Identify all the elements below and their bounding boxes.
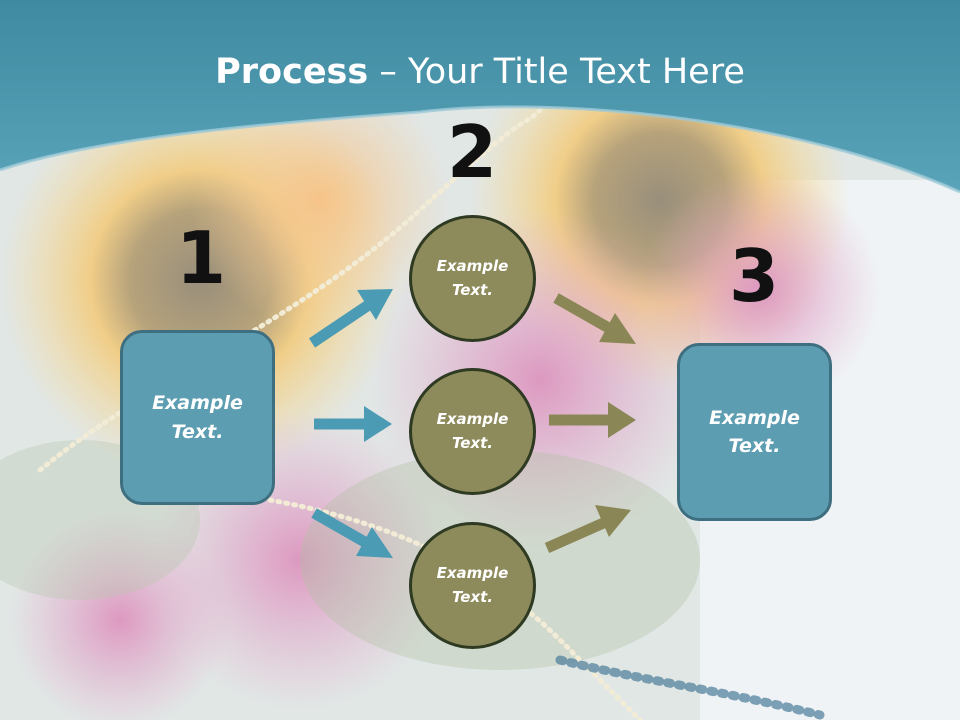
step-1-text: Example Text. [152,392,243,443]
arrow-blue-middle [314,406,392,442]
step-number-1: 1 [176,216,227,300]
arrow-olive-up [544,505,631,554]
step-1-box: Example Text. [120,330,275,505]
title-bold: Process [215,52,369,92]
step-2-circle-top-text: Example Text. [436,257,509,299]
step-3-text: Example Text. [709,406,800,458]
step-number-3: 3 [729,234,780,318]
title-rest: – Your Title Text Here [368,52,745,92]
step-number-2: 2 [447,110,498,194]
arrow-blue-up [308,289,393,348]
arrow-olive-middle [549,402,636,438]
slide-title: Process – Your Title Text Here [0,52,960,92]
arrow-blue-down [311,508,393,558]
step-2-circle-middle: Example Text. [409,368,536,495]
step-3-box: Example Text. [677,343,832,521]
step-2-circle-top: Example Text. [409,215,536,342]
step-2-circle-bottom-text: Example Text. [436,564,509,606]
arrow-olive-down [553,293,636,344]
step-2-circle-bottom: Example Text. [409,522,536,649]
step-2-circle-middle-text: Example Text. [436,410,509,452]
